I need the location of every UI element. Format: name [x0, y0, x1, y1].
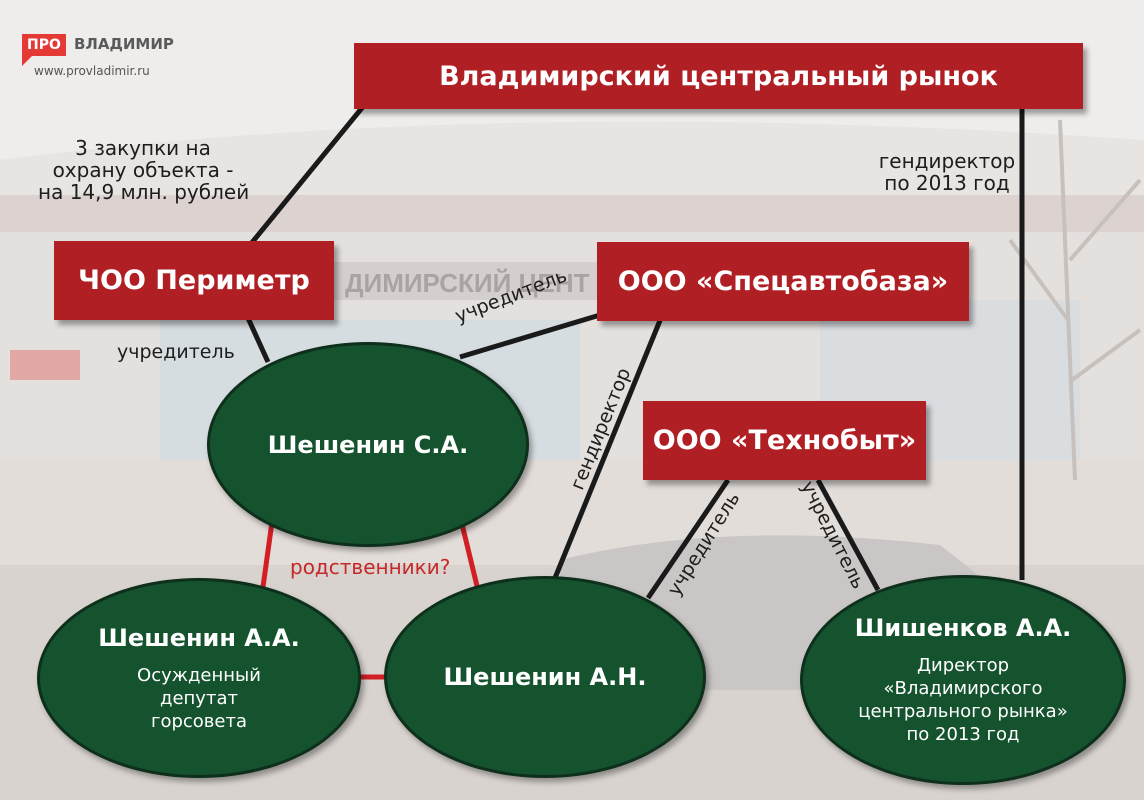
label-line: на 14,9 млн. рублей: [38, 180, 250, 204]
founder-perimeter-label: учредитель: [117, 341, 235, 363]
logo-url: www.provladimir.ru: [34, 64, 150, 78]
line-spets-an: [552, 317, 664, 579]
svg-text:ДИМИРСКИЙ ЦЕНТ: ДИМИРСКИЙ ЦЕНТ: [345, 268, 590, 298]
person-description: Осужденный депутат горсовета: [137, 664, 261, 733]
logo-badge: ПРО: [22, 34, 66, 56]
description-line: Директор: [916, 655, 1010, 676]
line-spets-sa: [459, 309, 611, 360]
description-line: Осужденный: [137, 664, 261, 686]
purchases-label: 3 закупки на охрану объекта - на 14,9 мл…: [38, 136, 250, 204]
box-vladimir-central-market: Владимирский центральный рынок: [354, 43, 1083, 109]
box-ooo-tekhnobyt: ООО «Технобыт»: [643, 401, 926, 480]
person-shesenin-aa: Шешенин А.А. Осужденный депутат горсовет…: [37, 578, 361, 778]
logo-name: ВЛАДИМИР: [74, 35, 174, 53]
relatives-label: родственники?: [290, 555, 451, 579]
line-tekh-shishenkov: [815, 478, 881, 592]
description-line: центрального рынка»: [858, 701, 1068, 722]
description-line: «Владимирского: [883, 678, 1043, 699]
line-perimeter-sa: [245, 316, 271, 364]
description-line: горсовета: [150, 710, 247, 732]
label-line: гендиректор: [878, 149, 1016, 173]
relative-line-sa-an: [458, 519, 480, 587]
person-name: Шешенин А.А.: [98, 623, 300, 652]
logo-badge-tail: [22, 56, 32, 66]
person-shishenkov-aa: Шишенков А.А. Директор «Владимирского це…: [800, 575, 1126, 785]
label-line: 3 закупки на: [75, 136, 211, 160]
line-market-perimeter: [248, 101, 368, 247]
person-shesenin-an: Шешенин А.Н.: [384, 576, 706, 778]
person-sheshenin-sa: Шешенин С.А.: [207, 342, 529, 547]
box-ooo-spetsavtobaza: ООО «Спецавтобаза»: [597, 242, 969, 321]
line-tekh-an: [645, 478, 731, 600]
description-line: по 2013 год: [906, 724, 1020, 745]
person-name: Шешенин С.А.: [267, 430, 469, 459]
person-name: Шешенин А.Н.: [443, 663, 647, 691]
gendirector-market-label: гендиректор по 2013 год: [872, 150, 1022, 194]
label-line: охрану объекта -: [52, 158, 234, 182]
box-choo-perimeter: ЧОО Периметр: [54, 241, 334, 320]
label-line: по 2013 год: [884, 171, 1010, 195]
person-name: Шишенков А.А.: [854, 614, 1072, 642]
relative-line-sa-aa: [259, 521, 275, 595]
description-line: депутат: [160, 687, 238, 709]
person-description: Директор «Владимирского центрального рын…: [858, 654, 1067, 746]
